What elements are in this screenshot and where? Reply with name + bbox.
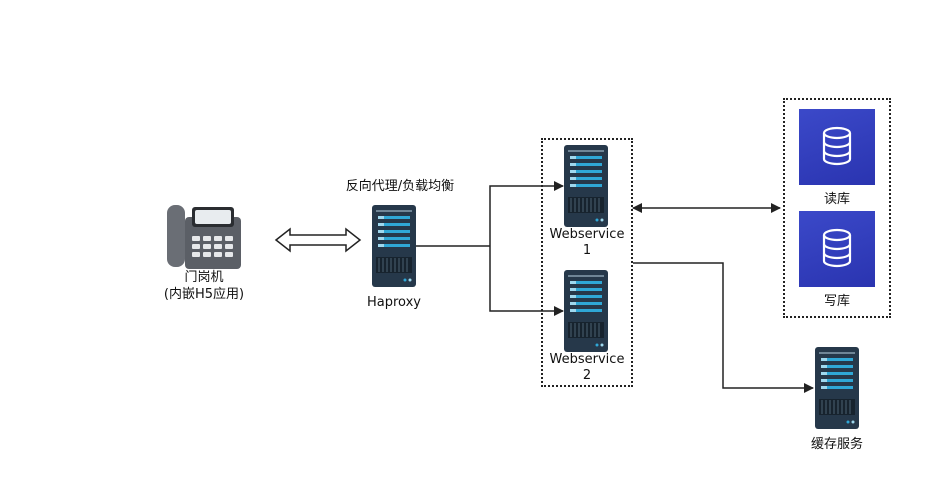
- read-db-label: 读库: [823, 192, 850, 207]
- write-db-label: 写库: [823, 294, 850, 309]
- webservice1-label-line1: Webservice: [549, 227, 625, 242]
- webservice2-label-line2: 2: [582, 368, 592, 383]
- haproxy-caption: 反向代理/负载均衡: [345, 179, 455, 194]
- webservice1-label-line2: 1: [582, 243, 592, 258]
- haproxy-to-ws2-line: [489, 246, 564, 316]
- server-tower-icon: [815, 347, 859, 429]
- webservice2-server[interactable]: [564, 270, 608, 352]
- webservice-group: [541, 138, 633, 387]
- server-tower-icon: [564, 270, 608, 352]
- webservice2-label-line1: Webservice: [549, 352, 625, 367]
- read-db-node[interactable]: [799, 109, 875, 185]
- desk-phone-icon: [167, 205, 241, 269]
- database-icon: [822, 126, 852, 166]
- database-group: [783, 98, 891, 318]
- haproxy-label: Haproxy: [367, 295, 421, 310]
- server-tower-icon: [372, 205, 416, 287]
- database-icon: [822, 228, 852, 268]
- ws-cache-line: [633, 262, 814, 393]
- phone-label-line1: 门岗机: [184, 270, 224, 285]
- phone-haproxy-arrow: [274, 227, 362, 253]
- phone-label-line2: (内嵌H5应用): [163, 287, 245, 302]
- server-tower-icon: [564, 145, 608, 227]
- cache-server[interactable]: [815, 347, 859, 429]
- cache-label: 缓存服务: [810, 437, 863, 452]
- webservice1-server[interactable]: [564, 145, 608, 227]
- phone-node[interactable]: [165, 203, 243, 269]
- haproxy-server[interactable]: [372, 205, 416, 287]
- write-db-node[interactable]: [799, 211, 875, 287]
- haproxy-to-ws1-line: [489, 181, 564, 246]
